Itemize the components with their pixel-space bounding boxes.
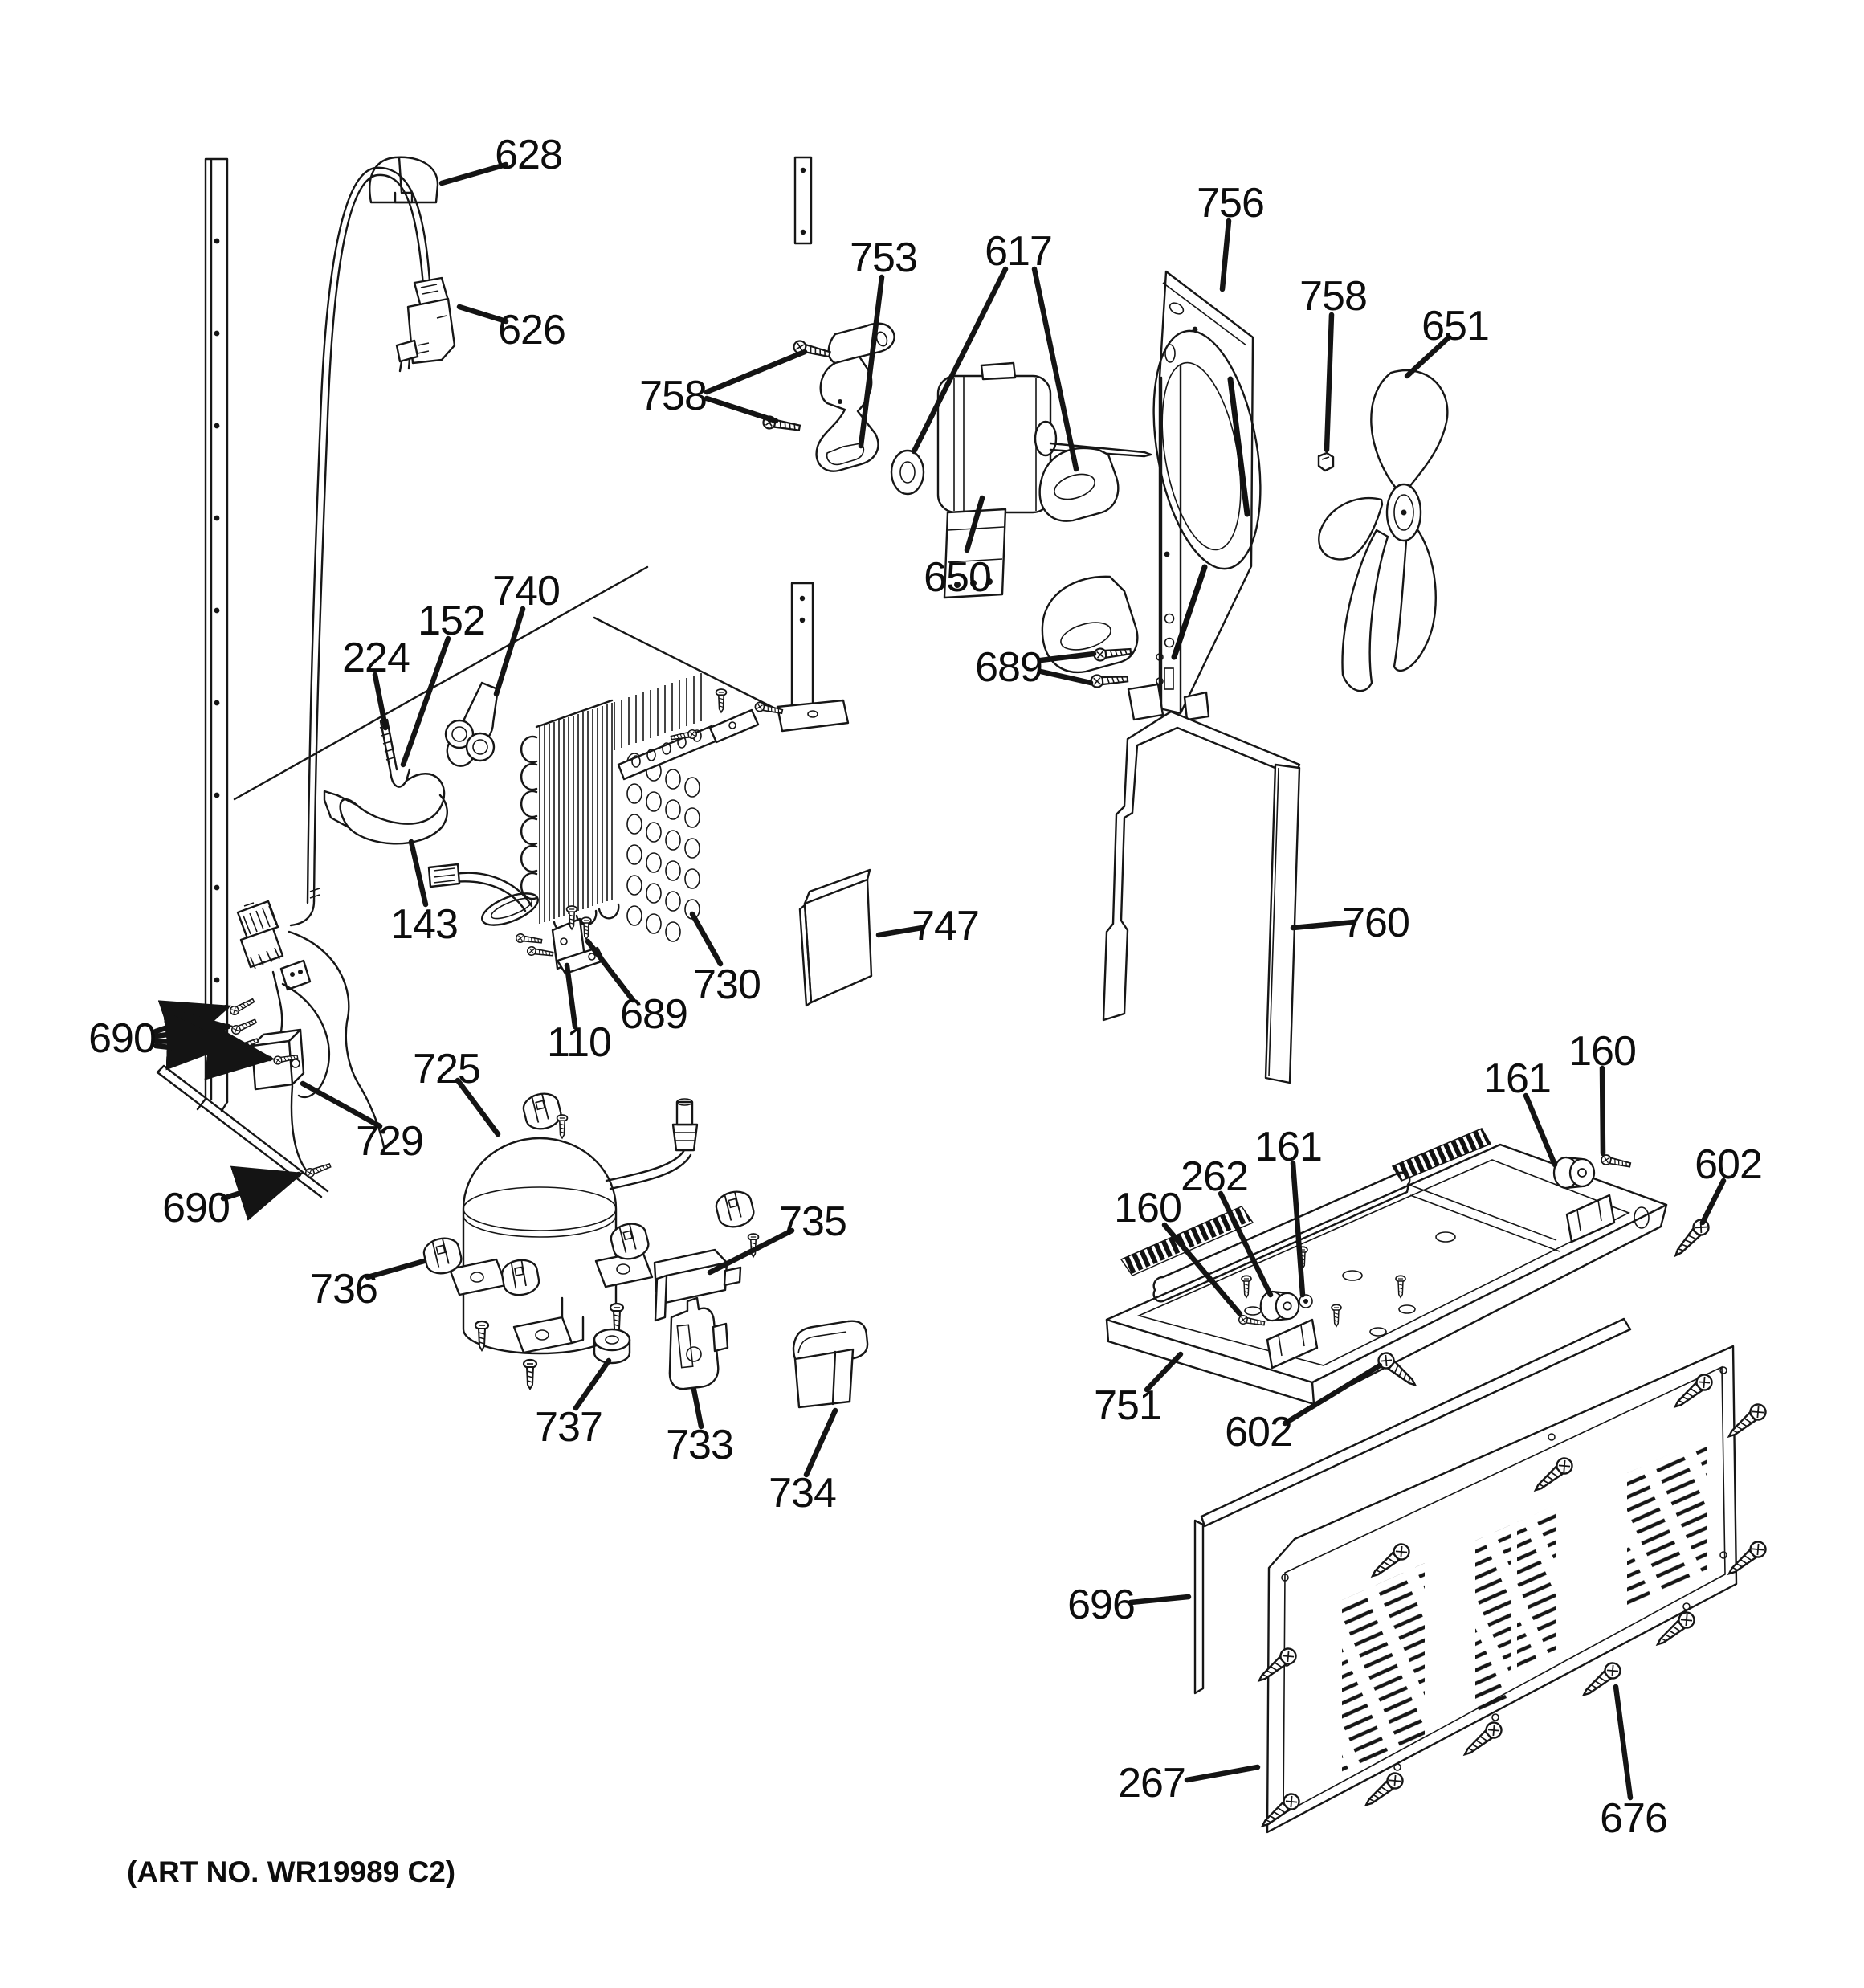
part-label-760: 760 (1342, 900, 1409, 946)
part-label-751: 751 (1094, 1382, 1161, 1429)
part-label-734: 734 (769, 1470, 836, 1517)
wire-harness (236, 888, 385, 1173)
screw-689-bottom (1089, 672, 1129, 689)
part-label-161-rear: 161 (1483, 1055, 1551, 1102)
part-label-161-front: 161 (1254, 1124, 1322, 1170)
motor-grommet-front (890, 449, 925, 496)
art-number-note: (ART NO. WR19989 C2) (127, 1855, 455, 1888)
part-label-725: 725 (413, 1046, 480, 1092)
part-label-152: 152 (418, 598, 485, 644)
power-plug (395, 276, 456, 373)
part-label-160-front: 160 (1114, 1185, 1181, 1231)
access-panel-747 (798, 868, 873, 1007)
part-label-651: 651 (1421, 303, 1489, 349)
part-label-729: 729 (356, 1118, 423, 1165)
screw-602-bottom (1374, 1349, 1421, 1392)
part-label-160-rear: 160 (1568, 1028, 1636, 1075)
edge-trim-696 (1193, 1317, 1632, 1695)
part-label-267: 267 (1118, 1760, 1185, 1806)
part-label-730: 730 (693, 961, 761, 1008)
roller-161-rear (1552, 1156, 1596, 1190)
relay-733 (668, 1296, 729, 1390)
part-label-689-coil: 689 (620, 991, 687, 1038)
fan-motor-650 (890, 361, 1152, 599)
part-label-736: 736 (310, 1266, 377, 1312)
power-cord (306, 156, 456, 904)
part-label-690-lower: 690 (162, 1185, 230, 1231)
part-label-756: 756 (1197, 180, 1264, 227)
drain-tube-assembly (323, 718, 448, 845)
part-label-758-right: 758 (1299, 273, 1367, 320)
part-label-740: 740 (492, 568, 560, 614)
part-label-224: 224 (342, 635, 410, 681)
fan-mount-bracket-753 (815, 322, 895, 472)
fan-blade-651 (1318, 369, 1449, 692)
louver-group-1 (1342, 1563, 1425, 1774)
part-label-753: 753 (850, 235, 917, 281)
part-label-262: 262 (1181, 1153, 1248, 1200)
louver-group-3 (1517, 1505, 1556, 1668)
harness-screw-1 (228, 996, 256, 1017)
part-label-737: 737 (535, 1404, 602, 1451)
part-label-602-right: 602 (1695, 1141, 1762, 1188)
part-label-689-fan: 689 (975, 644, 1042, 691)
leader-lines (153, 161, 1727, 1801)
louver-group-4 (1627, 1438, 1707, 1609)
part-label-626: 626 (498, 307, 565, 353)
grommet-737 (593, 1328, 631, 1365)
relay-cover-735 (653, 1248, 742, 1322)
fan-shroud-756 (1038, 270, 1262, 721)
part-label-735: 735 (779, 1198, 846, 1245)
part-label-696: 696 (1067, 1582, 1135, 1628)
harness-screw-2 (230, 1016, 259, 1036)
coil-lower-bracket-110 (515, 905, 606, 975)
part-label-628: 628 (495, 132, 562, 178)
floor-edges (233, 565, 780, 801)
part-label-676: 676 (1600, 1795, 1667, 1842)
part-label-617: 617 (985, 228, 1052, 275)
part-label-650: 650 (924, 554, 991, 601)
washer-161-front (1299, 1294, 1313, 1308)
screw-602-right (1669, 1215, 1713, 1262)
part-label-602-bottom: 602 (1225, 1409, 1292, 1455)
mount-clip-1 (520, 1089, 565, 1133)
mid-right-rail (776, 582, 850, 733)
part-label-690-upper: 690 (88, 1015, 156, 1062)
upper-right-rail (793, 156, 813, 245)
cover-box-734 (792, 1320, 869, 1409)
part-label-143: 143 (390, 901, 458, 948)
part-label-733: 733 (666, 1422, 733, 1468)
coil-upper-bracket (670, 688, 784, 744)
roller-262 (1259, 1290, 1300, 1322)
part-label-110: 110 (547, 1019, 611, 1066)
clip-screw-top (556, 1114, 569, 1139)
mount-clip-5 (712, 1187, 757, 1231)
tube-bracket-740 (444, 681, 500, 767)
part-label-758-left: 758 (639, 373, 707, 419)
compressor-725 (448, 1098, 699, 1390)
ground-screw-690 (304, 1161, 332, 1179)
condenser-frame-760 (1102, 710, 1301, 1084)
vented-cover-267 (1266, 1345, 1738, 1834)
screw-160-rear (1600, 1153, 1632, 1171)
part-label-747: 747 (912, 903, 979, 949)
unit-tray-751 (1105, 1128, 1668, 1406)
part-labels: 628 626 753 758 617 650 756 758 651 689 … (88, 132, 1763, 1842)
louver-group-2 (1475, 1525, 1511, 1716)
fan-blade-nut-758 (1317, 451, 1335, 472)
